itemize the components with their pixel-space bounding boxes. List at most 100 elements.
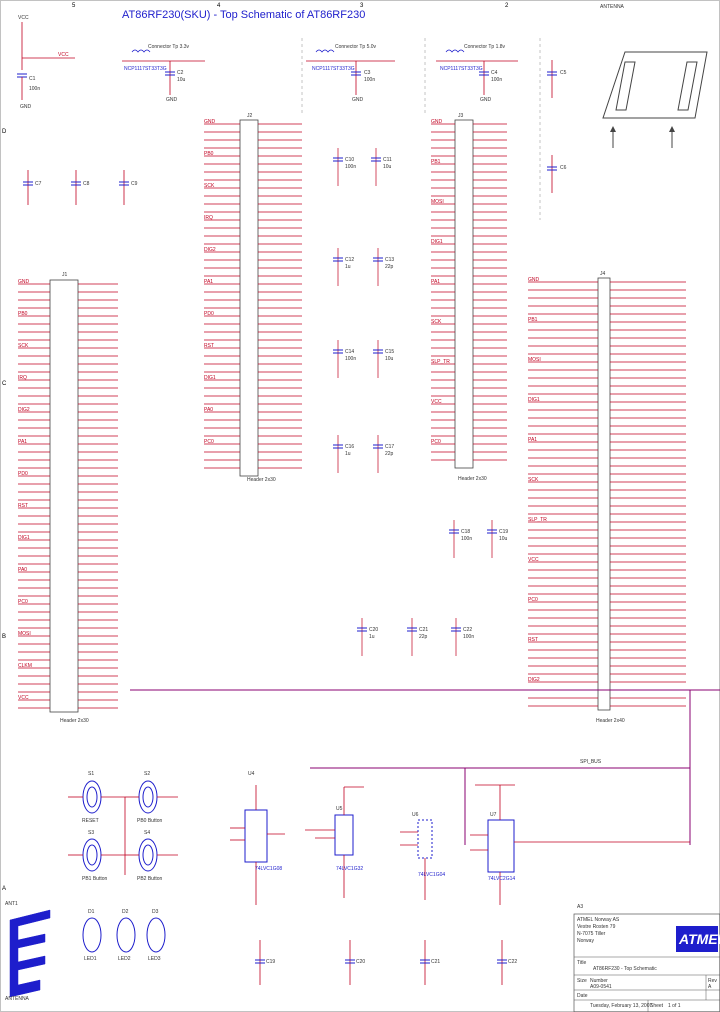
svg-text:A: A <box>708 984 712 990</box>
svg-text:J1: J1 <box>62 272 68 278</box>
connector-j1: J1 Header 2x30 GNDPB0SCKIRQDIG2PA1PD0RST… <box>18 272 118 724</box>
button-s4: S4 PB2 Button <box>125 830 178 882</box>
svg-text:Rev: Rev <box>708 978 717 984</box>
cap-value: 100n <box>461 536 472 542</box>
svg-text:D2: D2 <box>122 909 129 915</box>
logic-ic-u4: U4 74LVC1G08 <box>230 771 285 905</box>
pin-label: CLKM <box>18 663 32 669</box>
svg-text:C3: C3 <box>364 70 371 76</box>
pin-label: GND <box>18 279 30 285</box>
pin-label: DIG1 <box>431 239 443 245</box>
svg-text:74LVC1G32: 74LVC1G32 <box>336 866 363 872</box>
pin-label: DIG1 <box>528 397 540 403</box>
cap-value: 1u <box>345 264 351 270</box>
caps-left-row: C7 C8 C9 <box>23 170 138 205</box>
cap-ref: C16 <box>345 444 354 450</box>
svg-text:S2: S2 <box>144 771 150 777</box>
svg-text:C6: C6 <box>560 165 567 171</box>
svg-text:LED2: LED2 <box>118 956 131 962</box>
pin-label: RST <box>18 503 28 509</box>
pin-label: RST <box>204 343 214 349</box>
antenna-footprint: ANTENNA <box>600 4 708 148</box>
svg-text:C5: C5 <box>560 70 567 76</box>
pin-label: GND <box>204 119 216 125</box>
cap-ref: C15 <box>385 349 394 355</box>
pin-label: DIG2 <box>18 407 30 413</box>
pin-label: DIG1 <box>204 375 216 381</box>
regulator-u3: Connector Tp 1.8v NCP1117ST33T3G C4 100n… <box>436 44 518 103</box>
cap-value: 100n <box>463 634 474 640</box>
svg-text:10u: 10u <box>177 77 186 83</box>
pin-label: PB0 <box>204 151 214 157</box>
pin-label: IRQ <box>18 375 27 381</box>
svg-text:GND: GND <box>480 97 492 103</box>
svg-text:ANT1: ANT1 <box>5 901 18 907</box>
svg-text:AT86RF230 - Top Schematic: AT86RF230 - Top Schematic <box>593 966 657 972</box>
button-s2: S2 PB0 Button <box>125 771 178 824</box>
svg-text:U4: U4 <box>248 771 255 777</box>
pin-label: SCK <box>528 477 539 483</box>
pin-label: VCC <box>18 695 29 701</box>
svg-text:Header 2x30: Header 2x30 <box>60 718 89 724</box>
pin-label: PA0 <box>204 407 213 413</box>
pin-label: PA1 <box>204 279 213 285</box>
svg-text:Header 2x30: Header 2x30 <box>247 477 276 483</box>
button-s1: S1 RESET <box>68 771 125 824</box>
pin-label: GND <box>528 277 540 283</box>
pin-label: PA0 <box>18 567 27 573</box>
cap-ref: C19 <box>499 529 508 535</box>
cap-value: 10u <box>499 536 508 542</box>
svg-text:S3: S3 <box>88 830 94 836</box>
cap-value: 100n <box>345 164 356 170</box>
pin-label: SLP_TR <box>528 517 547 523</box>
pin-label: SCK <box>204 183 215 189</box>
svg-text:C2: C2 <box>177 70 184 76</box>
svg-text:Connector Tp 3.3v: Connector Tp 3.3v <box>148 44 190 50</box>
pin-label: PA1 <box>431 279 440 285</box>
svg-text:Connector Tp 5.0v: Connector Tp 5.0v <box>335 44 377 50</box>
svg-text:Tuesday, February 13, 2007: Tuesday, February 13, 2007 <box>590 1003 652 1009</box>
svg-text:J3: J3 <box>458 113 464 119</box>
svg-text:RESET: RESET <box>82 818 99 824</box>
svg-text:GND: GND <box>20 104 32 110</box>
svg-text:100n: 100n <box>491 77 502 83</box>
led-d2: D2 LED2 <box>116 909 136 962</box>
svg-text:PB2 Button: PB2 Button <box>137 876 163 882</box>
svg-text:C19: C19 <box>266 959 275 965</box>
logic-ic-u6: U6 74LVC1G04 <box>400 812 445 900</box>
svg-text:C22: C22 <box>508 959 517 965</box>
svg-text:U5: U5 <box>336 806 343 812</box>
svg-text:74LVC1G04: 74LVC1G04 <box>418 872 445 878</box>
svg-text:NCP1117ST33T3G: NCP1117ST33T3G <box>124 66 167 72</box>
cap-ref: C13 <box>385 257 394 263</box>
svg-text:S4: S4 <box>144 830 150 836</box>
pin-label: MOSI <box>18 631 31 637</box>
connector-j4: J4 Header 2x40 GNDPB1MOSIDIG1PA1SCKSLP_T… <box>528 271 686 724</box>
pin-label: DIG2 <box>528 677 540 683</box>
zone-col-4: 4 <box>217 3 221 9</box>
svg-text:C4: C4 <box>491 70 498 76</box>
decoupling-caps-right-top: C5 C6 <box>547 60 567 193</box>
cap-ref: C21 <box>419 627 428 633</box>
svg-text:C1: C1 <box>29 76 36 82</box>
svg-text:D1: D1 <box>88 909 95 915</box>
pin-label: PA1 <box>528 437 537 443</box>
logic-ic-u5: U5 74LVC1G32 <box>305 786 364 898</box>
svg-text:LED3: LED3 <box>148 956 161 962</box>
cap-value: 22p <box>385 451 394 457</box>
regulator-u2: Connector Tp 5.0v NCP1117ST33T3G C3 100n… <box>306 44 395 103</box>
regulator-u1: Connector Tp 3.3v NCP1117ST33T3G C2 10u … <box>122 44 205 103</box>
svg-text:74LVC1G08: 74LVC1G08 <box>255 866 282 872</box>
svg-text:VCC: VCC <box>18 15 29 21</box>
cap-ref: C10 <box>345 157 354 163</box>
atmel-logo-text: ATMEL <box>678 931 720 947</box>
svg-text:Size: Size <box>577 978 587 984</box>
svg-text:C20: C20 <box>356 959 365 965</box>
zone-row-c: C <box>2 381 7 387</box>
svg-text:Header 2x30: Header 2x30 <box>458 476 487 482</box>
svg-text:ATMEL Norway AS: ATMEL Norway AS <box>577 917 620 923</box>
svg-text:1 of 1: 1 of 1 <box>668 1003 681 1009</box>
pin-label: PB1 <box>528 317 538 323</box>
svg-text:Number: Number <box>590 978 608 984</box>
bus-label: SPI_BUS <box>580 759 602 765</box>
